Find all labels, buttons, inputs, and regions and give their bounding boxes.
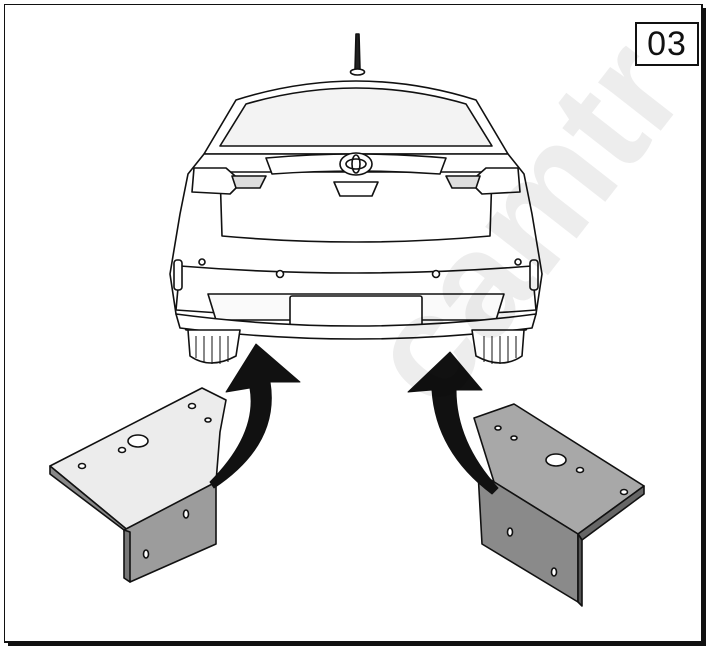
parking-sensor — [275, 269, 285, 279]
reflector-left — [173, 259, 183, 291]
bracket-left-fold — [123, 529, 131, 583]
car-rear-view — [169, 33, 543, 364]
tire-left — [187, 329, 241, 364]
parking-sensor — [514, 258, 522, 266]
toyota-emblem-icon — [339, 152, 373, 176]
bracket-hole-large — [545, 453, 567, 467]
bracket-hole — [204, 417, 212, 423]
tailgate — [219, 171, 493, 243]
tire-tread-left — [195, 336, 229, 364]
tire-right — [471, 329, 525, 364]
step-number-badge: 03 — [635, 22, 699, 66]
tail-light-left-inner — [231, 175, 267, 189]
instruction-diagram-frame — [4, 4, 706, 646]
antenna — [354, 33, 361, 71]
bracket-hole — [117, 446, 127, 454]
bracket-hole — [506, 527, 514, 537]
parking-sensor — [431, 269, 441, 279]
curved-arrow-up-icon — [209, 343, 301, 489]
reflector-right — [529, 259, 539, 291]
bracket-hole — [510, 435, 518, 441]
bracket-right — [473, 403, 645, 607]
tail-light-right-inner — [445, 175, 481, 189]
bracket-hole — [187, 402, 197, 410]
bracket-hole — [575, 466, 585, 474]
rear-window-glass — [219, 87, 493, 147]
handle-recess — [333, 181, 379, 197]
bracket-hole — [182, 509, 190, 519]
lower-valance — [175, 313, 537, 340]
tire-tread-right — [483, 336, 517, 364]
bracket-right-fold — [577, 533, 583, 607]
bracket-left — [49, 387, 227, 583]
curved-arrow-up-icon — [407, 351, 499, 495]
bracket-hole — [550, 567, 558, 577]
bracket-hole — [619, 488, 629, 496]
bracket-hole — [142, 549, 150, 559]
antenna-base — [349, 68, 366, 76]
bracket-hole-large — [127, 434, 149, 448]
parking-sensor — [198, 258, 206, 266]
installation-illustration — [4, 4, 706, 646]
bracket-hole — [494, 425, 502, 431]
bracket-hole — [77, 462, 87, 470]
